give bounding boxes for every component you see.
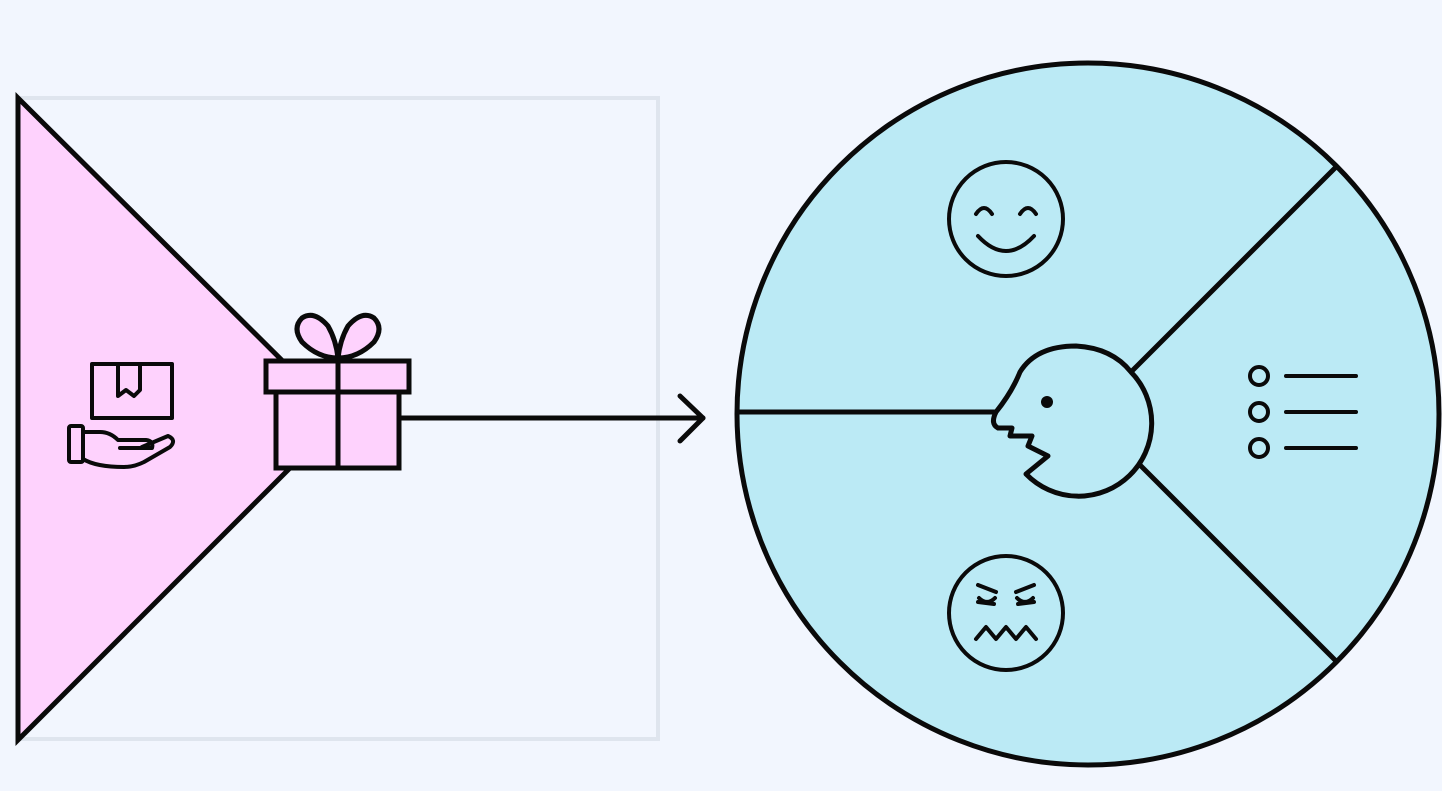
head-eye bbox=[1041, 396, 1053, 408]
arrow-right-icon bbox=[397, 393, 706, 444]
speaking-head-icon bbox=[990, 343, 1155, 499]
bullet-list-icon bbox=[1248, 365, 1358, 459]
segment-dividers bbox=[738, 165, 1338, 663]
happy-face-icon bbox=[947, 160, 1065, 278]
hand-holding-box-icon bbox=[67, 362, 175, 469]
angry-face-icon bbox=[947, 554, 1065, 672]
gift-icon bbox=[263, 312, 412, 471]
product-triangle bbox=[15, 91, 344, 747]
